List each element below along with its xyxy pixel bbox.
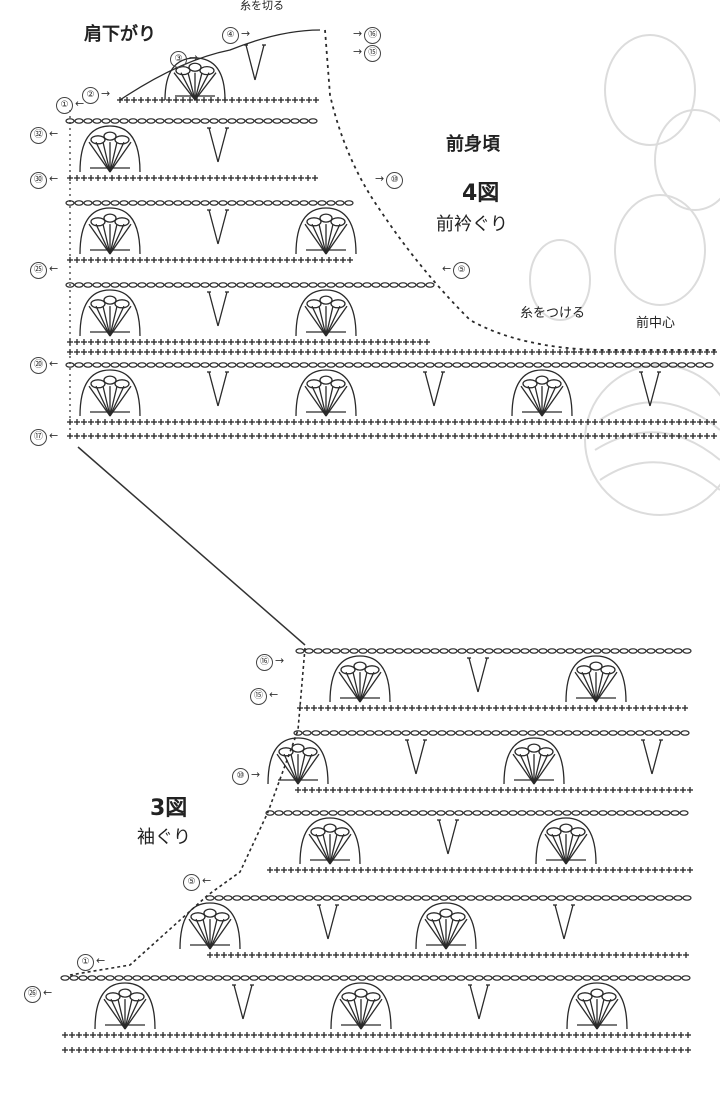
fig3-row-marker: ⑤← [183,874,213,891]
fan-motif [267,737,329,785]
fan-motif [511,369,573,417]
v-stitch [207,127,229,163]
fan-motif [415,902,477,950]
single-crochet-row [297,705,688,711]
fan-motif [329,655,391,703]
v-stitch [405,739,427,775]
fan-motif [79,125,141,173]
chain-row [65,200,354,206]
fan-motif [79,207,141,255]
fig3-row-marker: ⑯→ [256,654,286,671]
fig3-stitch-chart [60,647,693,1053]
v-stitch [244,44,266,81]
connector-line [77,446,306,646]
fig4-number-label: 4図 [462,181,500,206]
v-stitch [232,984,254,1020]
fig3-subtitle-label: 袖ぐり [137,827,191,848]
v-stitch [207,371,229,407]
single-crochet-row [67,257,353,263]
v-stitch [317,904,339,940]
fig4-row-marker: ㉕← [30,262,60,279]
fan-motif [94,982,156,1030]
chain-row [293,730,690,736]
v-stitch [467,657,489,693]
fig4-row-marker: ④→ [222,27,252,44]
fig4-row-marker: ⑳← [30,357,60,374]
fan-motif [295,369,357,417]
cut-yarn-label: 糸を切る [240,0,284,12]
fan-motif [503,737,565,785]
fan-motif [164,57,226,101]
fig4-row-marker: ㉜← [30,127,60,144]
armhole-edge [69,647,306,976]
fan-motif [79,369,141,417]
fan-motif [79,289,141,337]
fan-motif [295,289,357,337]
v-stitch [553,904,575,940]
v-stitch [639,371,661,407]
fan-motif [179,902,241,950]
background-illustration [529,34,720,516]
fig3-row-marker: ①← [77,954,107,971]
fig3-row-marker: ⑮← [250,688,280,705]
fig4-row-marker: ②→ [82,87,112,104]
fig4-row-marker: →⑩ [373,172,404,189]
fan-motif [566,982,628,1030]
front-body-label: 前身頃 [446,134,500,155]
fan-motif [299,817,361,865]
chain-row [65,282,435,288]
single-crochet-row [207,952,689,958]
single-crochet-row [67,433,717,439]
single-crochet-row [295,787,693,793]
center-front-label: 前中心 [636,316,676,331]
fig4-subtitle-label: 前衿ぐり [436,214,508,235]
single-crochet-row [67,349,717,355]
fig4-stitch-chart [65,29,717,440]
v-stitch [641,739,663,775]
fig3-row-marker: ⑩→ [232,768,262,785]
fan-motif [565,655,627,703]
fig3-row-marker: ㉖← [24,986,54,1003]
fan-motif [330,982,392,1030]
shoulder-slope-label: 肩下がり [84,24,156,45]
fig4-row-marker: ⑰← [30,429,60,446]
fan-motif [535,817,597,865]
single-crochet-row [267,867,693,873]
single-crochet-row [67,175,318,181]
shoulder-slope-edge [119,29,321,101]
chain-row [265,810,689,816]
fig4-row-marker: ㉚← [30,172,60,189]
chain-row [295,648,692,654]
join-yarn-label: 糸をつける [520,306,586,321]
fig3-number-label: 3図 [150,796,188,821]
fig4-row-marker: ①← [56,97,86,114]
chain-row [65,362,714,368]
fig4-row-marker: ③→ [170,51,200,68]
v-stitch [207,209,229,245]
fan-motif [295,207,357,255]
single-crochet-row [62,1047,691,1053]
fig4-row-marker: →⑮ [351,45,382,62]
single-crochet-row [67,339,430,345]
v-stitch [207,291,229,327]
fig4-row-marker: →⑯ [351,27,382,44]
v-stitch [437,819,459,855]
chain-row [65,118,318,124]
v-stitch [468,984,490,1020]
fig4-row-marker: ←⑤ [440,262,471,279]
v-stitch [423,371,445,407]
chain-row [205,895,692,901]
single-crochet-row [67,419,717,425]
single-crochet-row [62,1032,691,1038]
chain-row [60,975,691,981]
single-crochet-row [117,97,319,103]
